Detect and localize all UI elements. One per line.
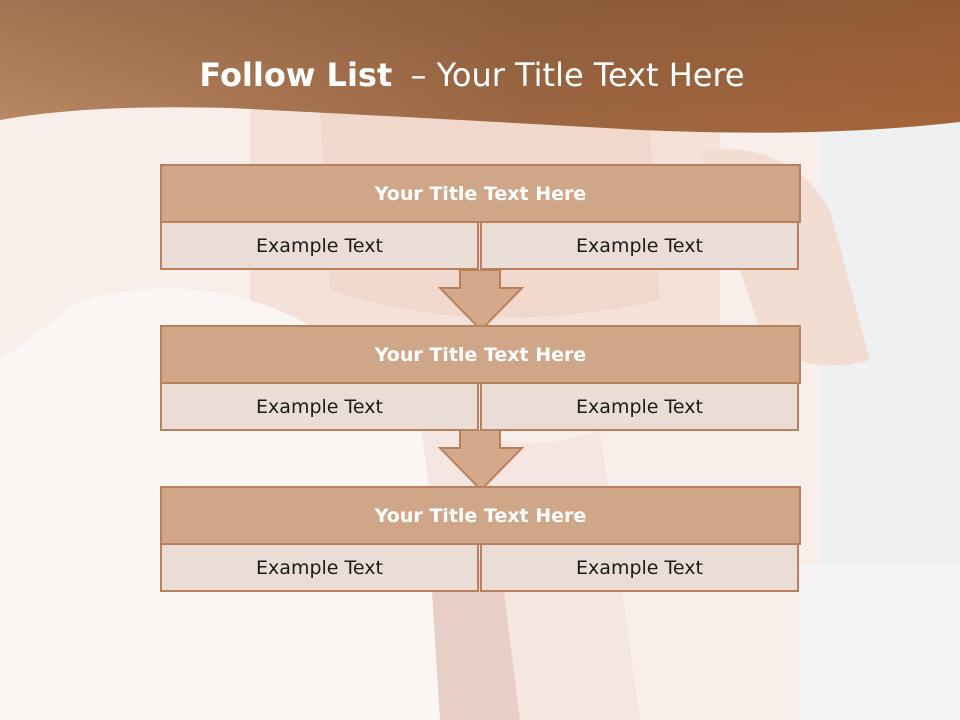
block-cell-left: Example Text <box>160 382 479 431</box>
block-cell-left: Example Text <box>160 543 479 592</box>
title-strong: Follow List <box>199 56 393 94</box>
title-separator: – <box>410 56 427 94</box>
down-arrow-icon <box>438 270 524 332</box>
list-block-2: Your Title Text Here Example Text Exampl… <box>160 325 801 433</box>
block-title: Your Title Text Here <box>160 325 801 384</box>
block-cell-right: Example Text <box>480 382 799 431</box>
title-rest: Your Title Text Here <box>436 56 745 94</box>
block-title: Your Title Text Here <box>160 486 801 545</box>
header-band <box>0 0 960 133</box>
list-block-1: Your Title Text Here Example Text Exampl… <box>160 164 801 272</box>
list-block-3: Your Title Text Here Example Text Exampl… <box>160 486 801 592</box>
block-title: Your Title Text Here <box>160 164 801 223</box>
block-cell-left: Example Text <box>160 221 479 270</box>
block-cell-right: Example Text <box>480 221 799 270</box>
slide-title: Follow List – Your Title Text Here <box>0 55 944 95</box>
down-arrow-icon <box>438 430 524 492</box>
block-cell-right: Example Text <box>480 543 799 592</box>
